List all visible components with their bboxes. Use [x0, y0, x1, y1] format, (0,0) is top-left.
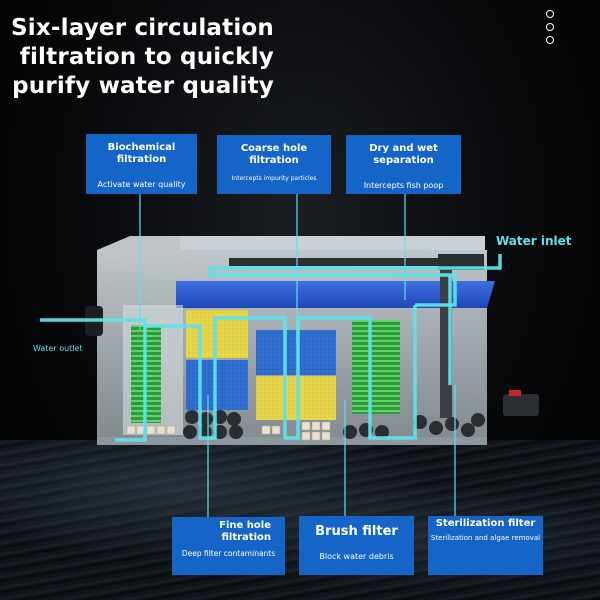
- callout-biochemical-title: Biochemical filtration: [107, 142, 176, 165]
- callout-dry-wet-title: Dry and wet separation: [369, 143, 438, 166]
- callout-coarse-hole: Coarse hole filtration Intercepts impuri…: [217, 135, 331, 194]
- more-vertical-dots-icon[interactable]: [543, 10, 557, 49]
- callout-sterilization: Sterilization filter Sterilization and a…: [428, 516, 543, 575]
- headline: Six-layer circulation filtration to quic…: [0, 14, 274, 101]
- headline-line-3: purify water quality: [12, 73, 274, 99]
- water-flow-path: [40, 254, 502, 442]
- callout-coarse-title: Coarse hole filtration: [240, 143, 308, 166]
- callout-fine-title: Fine hole filtration: [219, 520, 271, 543]
- callout-fine-hole: Fine hole filtration Deep filter contami…: [172, 517, 285, 575]
- water-inlet-label: Water inlet: [496, 234, 572, 248]
- callout-biochemical: Biochemical filtration Activate water qu…: [86, 134, 197, 194]
- callout-fine-desc: Deep filter contaminants: [181, 549, 276, 558]
- sponge-blue-left: [186, 360, 248, 410]
- top-sponge: [176, 281, 495, 308]
- callout-sterilization-desc: Sterilization and algae removal: [430, 534, 541, 542]
- callout-biochemical-desc: Activate water quality: [97, 180, 186, 189]
- callout-coarse-desc: Intercepts impurity particles: [231, 175, 317, 182]
- water-outlet-label: Water outlet: [33, 344, 83, 353]
- callout-dry-wet-desc: Intercepts fish poop: [363, 181, 444, 190]
- inlet-fitting: [503, 394, 539, 416]
- headline-line-1: Six-layer circulation: [11, 15, 274, 41]
- callout-brush-desc: Block water debris: [319, 552, 394, 561]
- sponge-yellow-mid: [256, 376, 336, 420]
- brush-filter-right: [352, 320, 400, 414]
- callout-connectors: [139, 194, 456, 517]
- callout-brush-title: Brush filter: [315, 524, 398, 539]
- ceramic-blocks: [126, 421, 331, 441]
- callout-dry-wet: Dry and wet separation Intercepts fish p…: [346, 135, 461, 194]
- callout-sterilization-title: Sterilization filter: [435, 518, 536, 529]
- callout-brush-filter: Brush filter Block water debris: [299, 516, 414, 575]
- headline-line-2: filtration to quickly: [19, 44, 274, 70]
- sponge-blue-mid: [256, 330, 336, 375]
